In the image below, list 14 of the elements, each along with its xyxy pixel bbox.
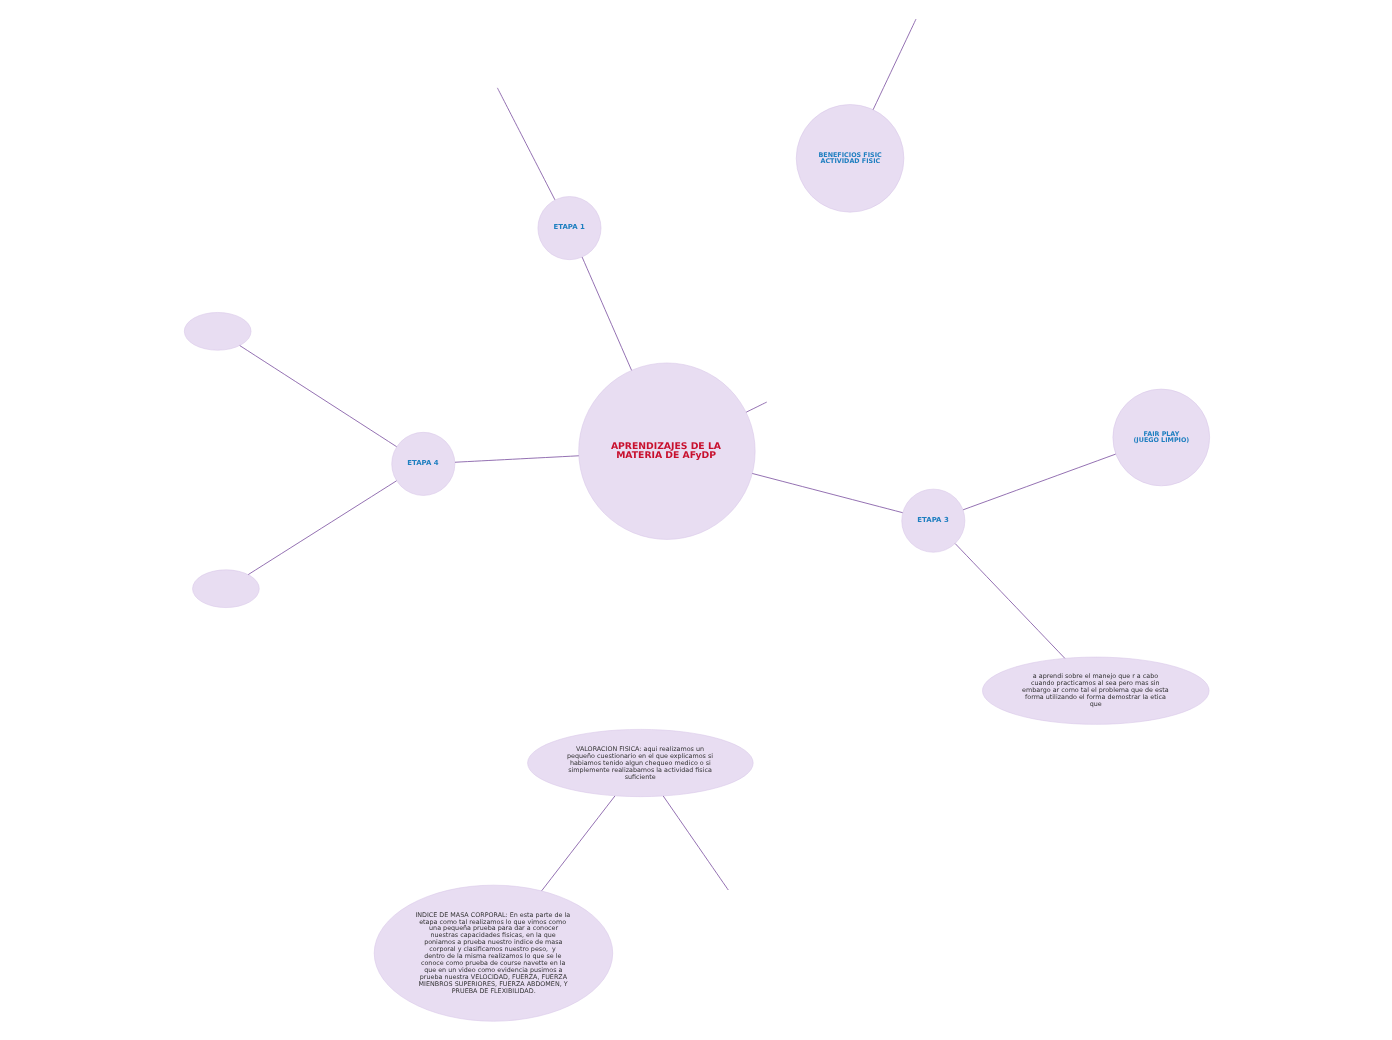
connector	[540, 795, 615, 892]
connector	[961, 453, 1116, 511]
connector	[238, 345, 397, 448]
connector	[496, 87, 555, 201]
connector	[580, 256, 631, 371]
connector	[661, 795, 728, 891]
connector	[750, 473, 903, 514]
node-ellipse	[183, 312, 251, 351]
connector	[246, 480, 396, 575]
node-ellipse	[191, 569, 259, 608]
connector	[871, 18, 916, 111]
connector	[453, 455, 579, 463]
connector	[953, 543, 1065, 659]
connector	[744, 401, 767, 413]
